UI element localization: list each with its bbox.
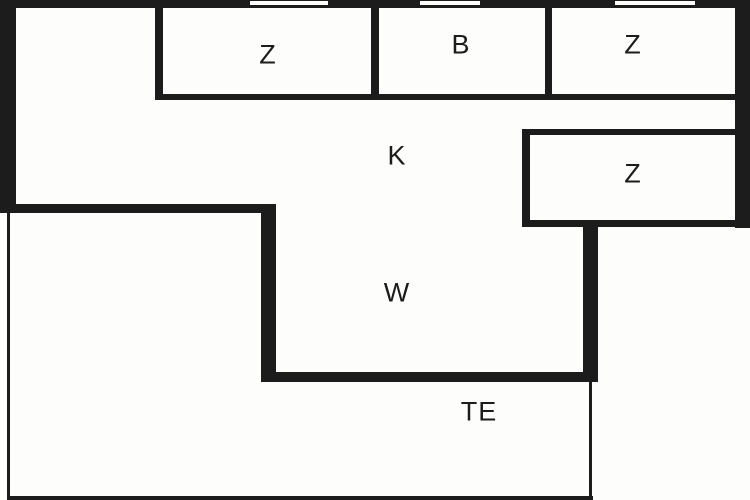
wall-left <box>0 0 16 212</box>
wall-room-z3-top <box>522 129 737 135</box>
wall-top-rooms-bottom <box>155 94 737 100</box>
wall-w-bottom <box>261 372 598 382</box>
room-label-z: Z <box>624 158 642 189</box>
room-label-k: K <box>387 140 407 171</box>
window <box>250 1 328 5</box>
room-label-z: Z <box>624 29 642 60</box>
window <box>615 1 695 5</box>
room-label-b: B <box>451 29 471 60</box>
wall-divider <box>371 0 379 100</box>
wall-room-z3-bottom <box>522 220 750 227</box>
room-label-z: Z <box>259 39 277 70</box>
window <box>420 1 480 5</box>
wall-w-left <box>261 204 276 382</box>
wall-te-left <box>7 210 10 500</box>
wall-room-z3-left <box>522 129 530 226</box>
room-label-w: W <box>383 277 411 308</box>
wall-k-bottom <box>0 204 276 213</box>
wall-w-right <box>583 222 598 382</box>
wall-divider <box>545 0 552 100</box>
wall-te-right <box>589 380 592 500</box>
room-label-te: TE <box>460 396 498 427</box>
wall-top-rooms-left <box>155 0 163 100</box>
wall-te-bottom <box>7 496 593 500</box>
wall-right <box>735 0 750 228</box>
